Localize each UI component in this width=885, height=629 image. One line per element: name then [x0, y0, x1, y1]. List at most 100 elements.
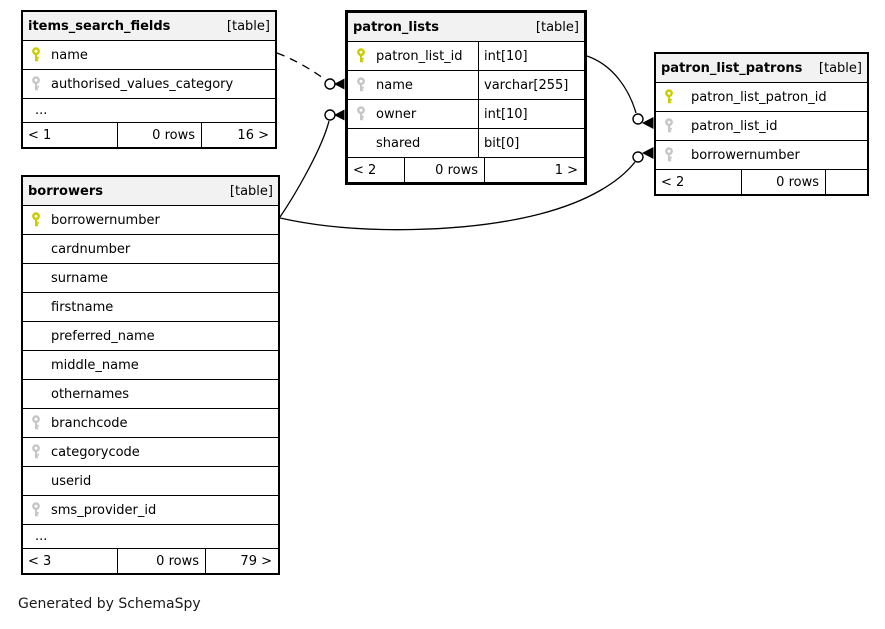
column-name: borrowernumber	[691, 147, 800, 163]
footer-degree-left: < 1	[28, 127, 52, 143]
column-name: name	[376, 77, 413, 93]
table-header: patron_list_patrons [table]	[656, 54, 867, 83]
table-row: ...	[23, 99, 275, 123]
table-type-badge: [table]	[818, 60, 862, 76]
footer-degree-left: < 2	[353, 162, 377, 178]
table-footer: < 2 0 rows 1 >	[348, 158, 584, 182]
foreign-key-icon	[31, 444, 46, 460]
column-name: shared	[376, 135, 421, 151]
table-row: ...	[23, 525, 278, 549]
table-type-badge: [table]	[226, 18, 270, 34]
column-name: ...	[35, 103, 48, 118]
table-row: patron_list_patron_id	[656, 83, 867, 112]
table-row: surname	[23, 264, 278, 293]
fk-marker-patron_list_patrons-borrowernumber	[632, 147, 654, 163]
table-row: borrowernumber	[23, 206, 278, 235]
footer-degree-right: 1 >	[484, 158, 584, 182]
table-row: cardnumber	[23, 235, 278, 264]
column-name: categorycode	[51, 444, 140, 460]
table-row: patron_list_id int[10]	[348, 42, 584, 71]
column-name: firstname	[51, 299, 114, 315]
table-title: patron_lists	[353, 19, 439, 35]
footer-row-count: 0 rows	[404, 158, 484, 182]
table-patron_list_patrons[interactable]: patron_list_patrons [table] patron_list_…	[654, 52, 869, 196]
footer-degree-left: < 2	[661, 174, 685, 190]
rel-patron_lists-to-patron_list_patrons	[586, 55, 637, 114]
table-rows: name authorised_values_category...	[23, 41, 275, 123]
fk-marker-patron_lists-name	[324, 78, 345, 90]
table-patron_lists[interactable]: patron_lists [table] patron_list_id int[1…	[345, 10, 587, 185]
table-title: borrowers	[28, 183, 103, 199]
primary-key-icon	[356, 48, 371, 64]
column-name: cardnumber	[51, 241, 131, 257]
table-row: borrowernumber	[656, 141, 867, 170]
table-header: items_search_fields [table]	[23, 12, 275, 41]
table-row: authorised_values_category	[23, 70, 275, 99]
column-name: preferred_name	[51, 328, 155, 344]
column-name: middle_name	[51, 357, 139, 373]
table-type-badge: [table]	[229, 183, 273, 199]
table-row: branchcode	[23, 409, 278, 438]
table-borrowers[interactable]: borrowers [table] borrowernumber cardnumb…	[21, 175, 280, 575]
foreign-key-icon	[664, 118, 679, 134]
column-name: patron_list_id	[376, 48, 463, 64]
table-row: patron_list_id	[656, 112, 867, 141]
column-name: branchcode	[51, 415, 128, 431]
primary-key-icon	[31, 212, 46, 228]
table-type-badge: [table]	[535, 19, 579, 35]
column-name: sms_provider_id	[51, 502, 157, 518]
primary-key-icon	[664, 89, 679, 105]
column-name: ...	[35, 529, 48, 544]
rel-borrowers-to-patron_lists-owner	[279, 120, 330, 218]
table-rows: borrowernumber cardnumber surname firstname…	[23, 206, 278, 549]
footer-degree-right: 16 >	[201, 123, 275, 147]
foreign-key-icon	[31, 415, 46, 431]
table-footer: < 3 0 rows 79 >	[23, 549, 278, 573]
footer-row-count: 0 rows	[741, 170, 825, 194]
column-name: name	[51, 47, 88, 63]
footer-row-count: 0 rows	[117, 123, 201, 147]
footer-row-count: 0 rows	[117, 549, 205, 573]
column-name: othernames	[51, 386, 130, 402]
table-row: categorycode	[23, 438, 278, 467]
column-name: authorised_values_category	[51, 76, 234, 92]
column-name: borrowernumber	[51, 212, 160, 228]
footer-degree-right: 79 >	[205, 549, 278, 573]
footer-degree-left: < 3	[28, 553, 52, 569]
table-row: othernames	[23, 380, 278, 409]
table-row: userid	[23, 467, 278, 496]
table-title: patron_list_patrons	[661, 60, 803, 76]
table-row: name	[23, 41, 275, 70]
foreign-key-icon	[31, 502, 46, 518]
fk-marker-patron_list_patrons-patron_list_id	[632, 113, 654, 129]
column-name: surname	[51, 270, 108, 286]
table-row: sms_provider_id	[23, 496, 278, 525]
table-row: middle_name	[23, 351, 278, 380]
column-type: int[10]	[478, 42, 584, 70]
column-name: patron_list_patron_id	[691, 89, 827, 105]
table-title: items_search_fields	[28, 18, 171, 34]
column-name: patron_list_id	[691, 118, 778, 134]
table-header: borrowers [table]	[23, 177, 278, 206]
fk-marker-patron_lists-owner	[324, 109, 345, 121]
foreign-key-icon	[356, 106, 371, 122]
footer-degree-right	[825, 170, 867, 194]
table-items_search_fields[interactable]: items_search_fields [table] name authoris…	[21, 10, 277, 149]
column-name: userid	[51, 473, 92, 489]
table-footer: < 1 0 rows 16 >	[23, 123, 275, 147]
table-row: firstname	[23, 293, 278, 322]
table-footer: < 2 0 rows	[656, 170, 867, 194]
column-type: bit[0]	[478, 129, 584, 157]
generated-by-note: Generated by SchemaSpy	[18, 596, 201, 612]
table-header: patron_lists [table]	[348, 13, 584, 42]
rel-items_search_fields-to-patron_lists-name	[276, 52, 327, 81]
table-row: preferred_name	[23, 322, 278, 351]
column-type: int[10]	[478, 100, 584, 128]
table-row: shared bit[0]	[348, 129, 584, 158]
primary-key-icon	[31, 47, 46, 63]
